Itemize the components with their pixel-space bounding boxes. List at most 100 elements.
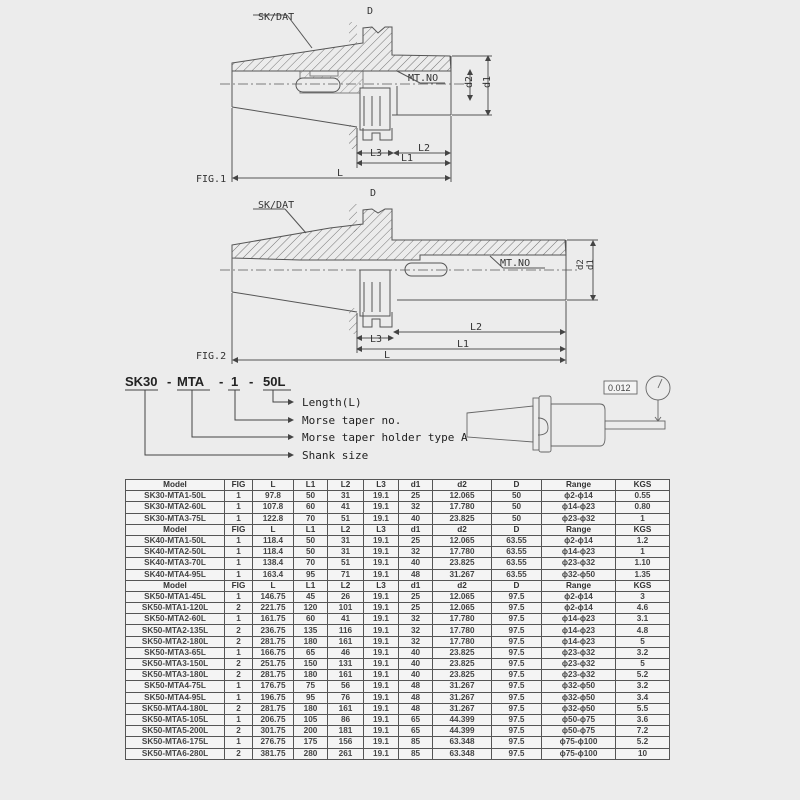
cell-d1: 85	[398, 747, 433, 760]
cell-model: SK50-MTA2-60L	[125, 613, 225, 626]
column-header-d2: d2	[432, 478, 492, 492]
cell-l2: 46	[327, 646, 364, 660]
cell-d: 97.5	[491, 680, 542, 693]
cell-l2: 161	[327, 669, 364, 682]
column-header-kgs: KGS	[615, 478, 670, 492]
technical-drawings: FIG.1 SK/DAT D MT.NO L L1 L2 L3 d2 d1	[125, 6, 671, 462]
fig2-d1-callout: d1	[586, 259, 596, 270]
cell-l: 122.8	[252, 512, 294, 525]
cell-d2: 31.267	[432, 702, 492, 715]
cell-model: SK50-MTA4-75L	[125, 680, 225, 693]
cell-d: 50	[491, 501, 542, 514]
cell-l2: 41	[327, 501, 364, 514]
cell-l3: 19.1	[363, 680, 399, 693]
cell-l3: 19.1	[363, 590, 399, 604]
cell-d2: 63.348	[432, 747, 492, 760]
fig2-L-callout: L	[384, 350, 390, 361]
fig2-sk-dat-callout: SK/DAT	[258, 200, 294, 211]
cell-d1: 40	[398, 557, 433, 570]
column-header-l1: L1	[293, 478, 328, 492]
cell-l1: 135	[293, 624, 328, 637]
figure-1	[220, 14, 492, 182]
cell-d2: 12.065	[432, 490, 492, 503]
code-shank: SK30	[125, 374, 158, 389]
code-sep-3: -	[249, 374, 253, 389]
cell-l2: 31	[327, 490, 364, 503]
cell-l: 163.4	[252, 568, 294, 581]
fig2-d-callout: D	[370, 188, 376, 199]
figure-2	[220, 204, 598, 364]
cell-range: ϕ50-ϕ75	[541, 713, 616, 727]
column-header-d: D	[491, 478, 542, 492]
cell-range: ϕ32-ϕ50	[541, 702, 616, 715]
cell-l3: 19.1	[363, 736, 399, 749]
cell-l: 166.75	[252, 646, 294, 660]
cell-fig: 1	[224, 557, 253, 570]
cell-d2: 44.399	[432, 725, 492, 738]
column-header-l3: L3	[363, 478, 399, 492]
cell-fig: 1	[224, 490, 253, 503]
fig1-label: FIG.1	[196, 174, 226, 185]
column-header-model: Model	[125, 478, 225, 492]
cell-kgs: 3.2	[615, 646, 670, 660]
cell-l: 301.75	[252, 725, 294, 738]
cell-fig: 2	[224, 657, 253, 671]
cell-range: ϕ23-ϕ32	[541, 512, 616, 525]
cell-kgs: 5	[615, 657, 670, 671]
cell-d1: 25	[398, 590, 433, 604]
cell-l: 97.8	[252, 490, 294, 503]
cell-l1: 50	[293, 534, 328, 548]
column-header-l: L	[252, 579, 294, 592]
fig1-L2-callout: L2	[418, 143, 430, 154]
cell-l3: 19.1	[363, 702, 399, 715]
cell-model: SK30-MTA2-60L	[125, 501, 225, 514]
cell-l2: 71	[327, 568, 364, 581]
cell-kgs: 3.4	[615, 691, 670, 704]
column-header-l: L	[252, 523, 294, 536]
column-header-range: Range	[541, 523, 616, 536]
cell-kgs: 7.2	[615, 725, 670, 738]
cell-model: SK50-MTA3-65L	[125, 646, 225, 660]
cell-l1: 120	[293, 602, 328, 615]
cell-model: SK40-MTA1-50L	[125, 534, 225, 548]
legend-length: Length(L)	[302, 396, 362, 409]
cell-d1: 32	[398, 546, 433, 559]
cell-d: 97.5	[491, 602, 542, 615]
cell-d: 97.5	[491, 713, 542, 727]
column-header-d2: d2	[432, 579, 492, 592]
fig2-L2-callout: L2	[470, 322, 482, 333]
cell-l1: 50	[293, 490, 328, 503]
cell-d1: 65	[398, 713, 433, 727]
cell-range: ϕ14-ϕ23	[541, 624, 616, 637]
cell-l2: 26	[327, 590, 364, 604]
cell-l3: 19.1	[363, 568, 399, 581]
column-header-d: D	[491, 579, 542, 592]
column-header-range: Range	[541, 478, 616, 492]
cell-model: SK50-MTA4-180L	[125, 702, 225, 715]
cell-d2: 17.780	[432, 613, 492, 626]
cell-fig: 2	[224, 747, 253, 760]
fig2-label: FIG.2	[196, 351, 226, 362]
cell-d1: 65	[398, 725, 433, 738]
cell-range: ϕ2-ϕ14	[541, 602, 616, 615]
cell-l: 281.75	[252, 702, 294, 715]
cell-model: SK50-MTA3-180L	[125, 669, 225, 682]
cell-l1: 150	[293, 657, 328, 671]
cell-l: 138.4	[252, 557, 294, 570]
cell-l1: 50	[293, 546, 328, 559]
cell-model: SK40-MTA2-50L	[125, 546, 225, 559]
cell-model: SK30-MTA3-75L	[125, 512, 225, 525]
cell-l1: 70	[293, 512, 328, 525]
cell-range: ϕ14-ϕ23	[541, 613, 616, 626]
cell-fig: 1	[224, 691, 253, 704]
cell-l2: 116	[327, 624, 364, 637]
cell-d: 97.5	[491, 590, 542, 604]
cell-d: 97.5	[491, 646, 542, 660]
cell-d2: 31.267	[432, 680, 492, 693]
code-sep-1: -	[167, 374, 171, 389]
